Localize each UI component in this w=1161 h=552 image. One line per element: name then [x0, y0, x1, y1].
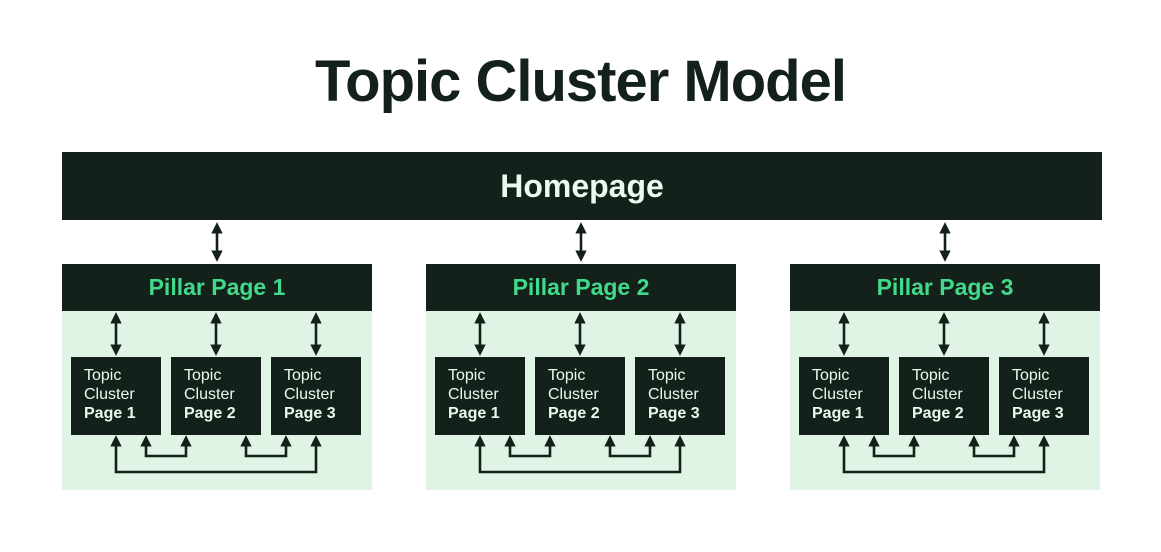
- homepage-label: Homepage: [500, 167, 664, 204]
- diagram-title: Topic Cluster Model: [315, 49, 847, 114]
- topic-cluster-name: Topic Cluster: [84, 367, 135, 403]
- topic-cluster-name: Topic Cluster: [184, 367, 235, 403]
- pillar-page-1-label: Pillar Page 1: [148, 274, 286, 300]
- pillar-group-1: Pillar Page 1 Topic Cluster Page 1 Topic…: [62, 264, 372, 490]
- topic-cluster-page: Page 3: [284, 405, 336, 422]
- topic-cluster-page: Page 2: [912, 405, 964, 422]
- pillar-1-topic-cluster-page-2-node: Topic Cluster Page 2: [171, 357, 261, 435]
- pillar-3-topic-cluster-page-1-node: Topic Cluster Page 1: [799, 357, 889, 435]
- topic-cluster-page: Page 3: [1012, 405, 1064, 422]
- pillar-page-2-node: Pillar Page 2: [426, 264, 736, 311]
- topic-cluster-name: Topic Cluster: [1012, 367, 1063, 403]
- pillar-page-2-label: Pillar Page 2: [512, 274, 650, 300]
- topic-cluster-page: Page 3: [648, 405, 700, 422]
- pillar-3-topic-cluster-page-2-node: Topic Cluster Page 2: [899, 357, 989, 435]
- pillar-2-topic-cluster-page-3-node: Topic Cluster Page 3: [635, 357, 725, 435]
- pillar-page-3-node: Pillar Page 3: [790, 264, 1100, 311]
- topic-cluster-page: Page 2: [184, 405, 236, 422]
- pillar-1-topic-cluster-page-3-node: Topic Cluster Page 3: [271, 357, 361, 435]
- pillar-2-topic-cluster-page-1-node: Topic Cluster Page 1: [435, 357, 525, 435]
- pillar-group-3: Pillar Page 3 Topic Cluster Page 1 Topic…: [790, 264, 1100, 490]
- topic-cluster-name: Topic Cluster: [648, 367, 699, 403]
- topic-cluster-page: Page 2: [548, 405, 600, 422]
- topic-cluster-name: Topic Cluster: [912, 367, 963, 403]
- topic-cluster-name: Topic Cluster: [812, 367, 863, 403]
- topic-cluster-name: Topic Cluster: [448, 367, 499, 403]
- pillar-page-1-node: Pillar Page 1: [62, 264, 372, 311]
- pillar-group-2: Pillar Page 2 Topic Cluster Page 1 Topic…: [426, 264, 736, 490]
- topic-cluster-name: Topic Cluster: [284, 367, 335, 403]
- pillar-3-topic-cluster-page-3-node: Topic Cluster Page 3: [999, 357, 1089, 435]
- pillar-3-cluster-area: Topic Cluster Page 1 Topic Cluster Page …: [790, 311, 1100, 490]
- homepage-node: Homepage: [62, 152, 1102, 220]
- topic-cluster-page: Page 1: [84, 405, 136, 422]
- topic-cluster-page: Page 1: [812, 405, 864, 422]
- topic-cluster-name: Topic Cluster: [548, 367, 599, 403]
- pillar-2-cluster-area: Topic Cluster Page 1 Topic Cluster Page …: [426, 311, 736, 490]
- pillar-2-topic-cluster-page-2-node: Topic Cluster Page 2: [535, 357, 625, 435]
- topic-cluster-page: Page 1: [448, 405, 500, 422]
- pillar-1-cluster-area: Topic Cluster Page 1 Topic Cluster Page …: [62, 311, 372, 490]
- pillar-1-topic-cluster-page-1-node: Topic Cluster Page 1: [71, 357, 161, 435]
- pillar-page-3-label: Pillar Page 3: [876, 274, 1014, 300]
